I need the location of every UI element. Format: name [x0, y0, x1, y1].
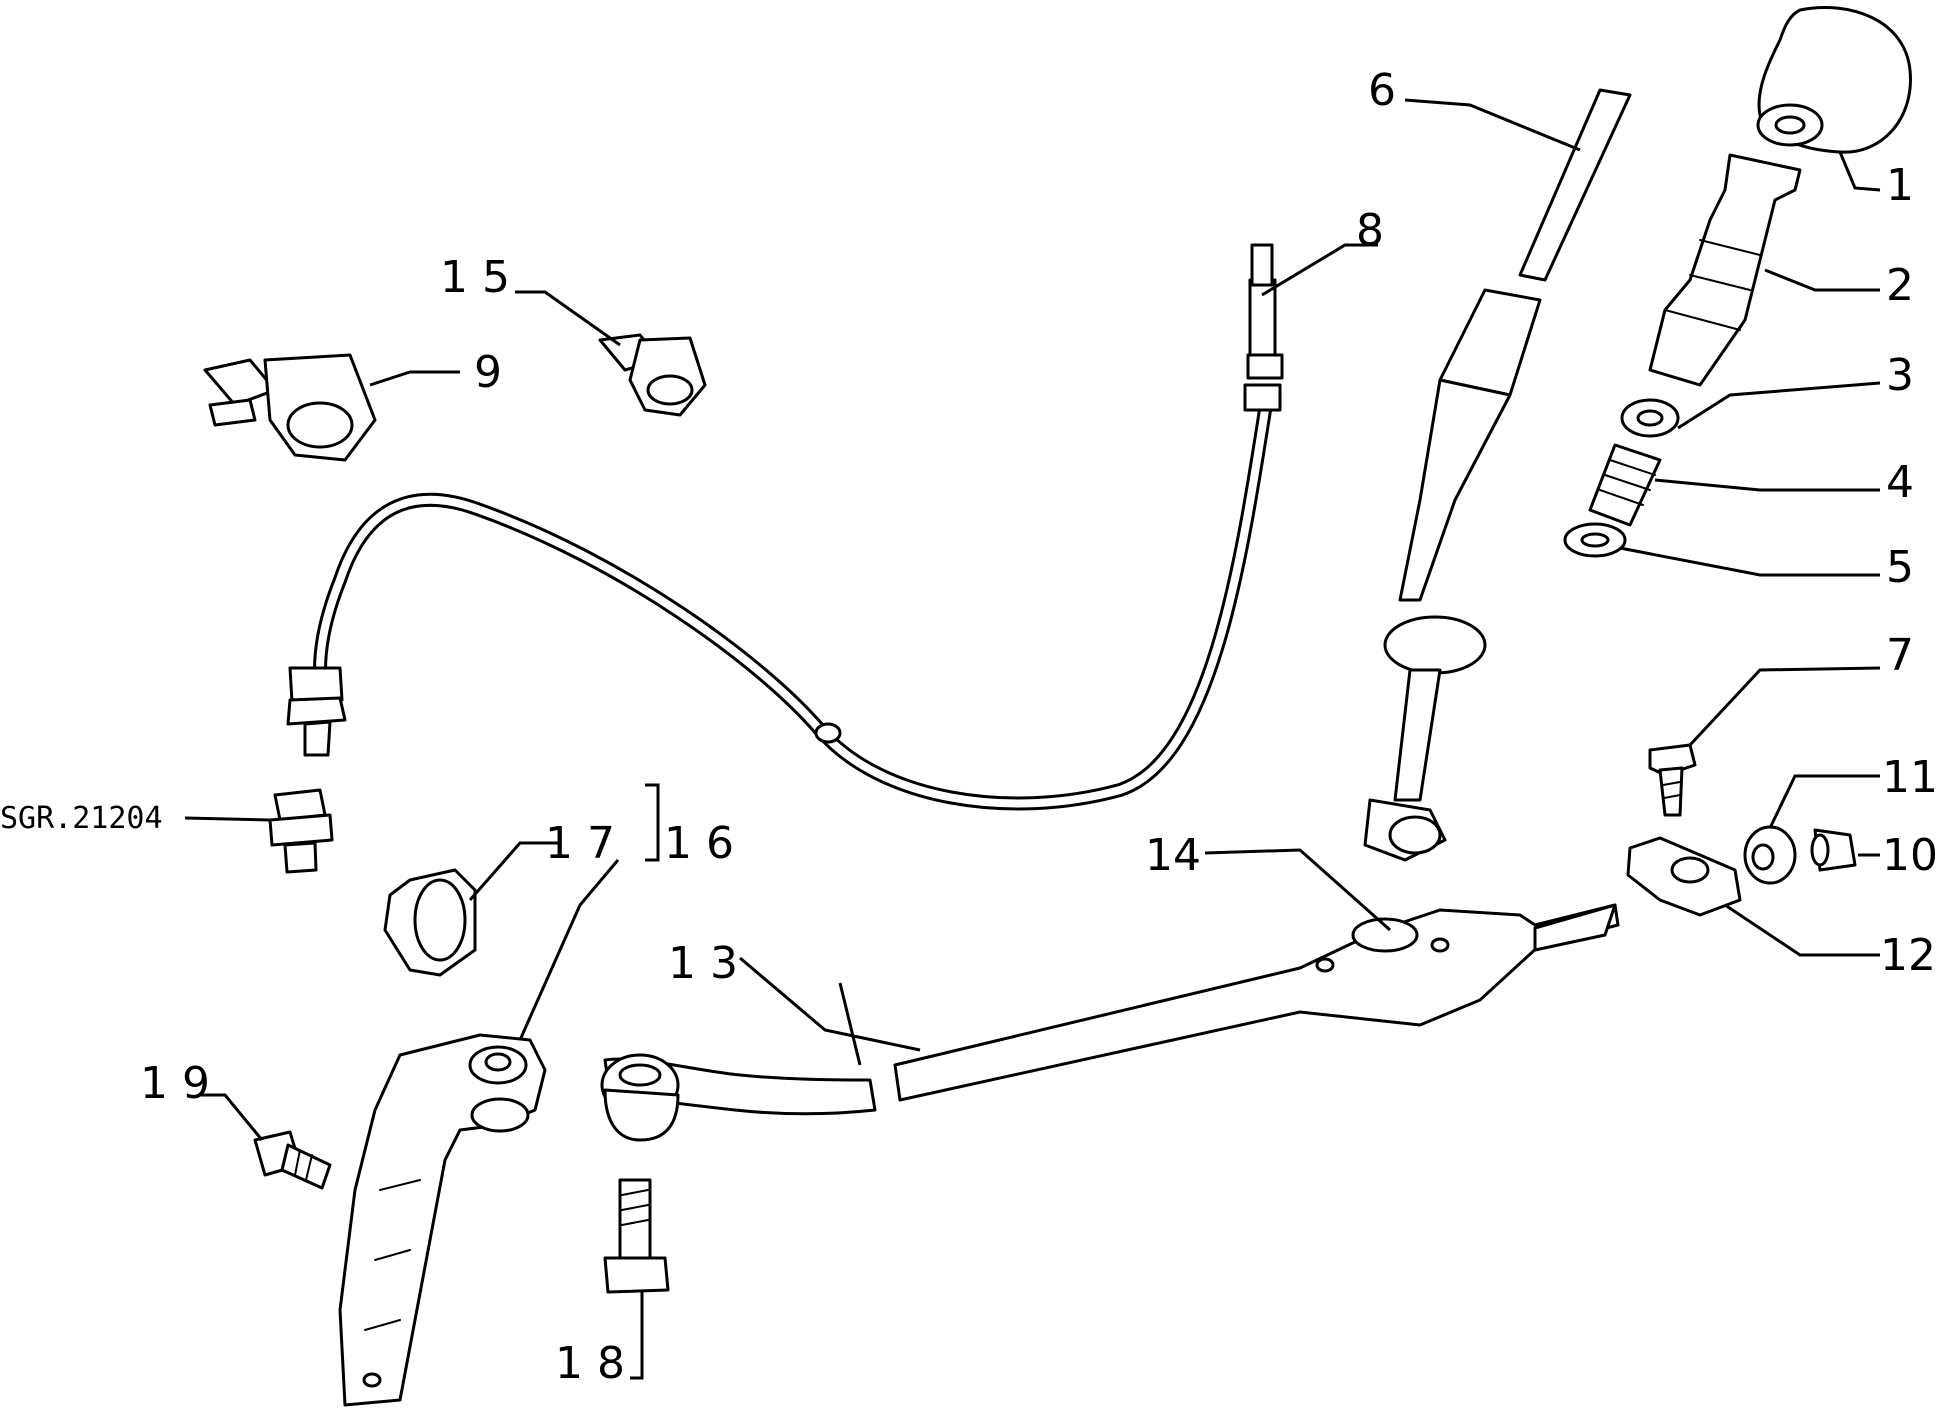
callout-13: 1 3 [668, 938, 738, 989]
part-10-bush [1810, 828, 1857, 872]
callout-9: 9 [474, 347, 502, 398]
leader-lines [184, 98, 1881, 1380]
callout-4: 4 [1886, 457, 1914, 508]
callout-3: 3 [1886, 350, 1914, 401]
callout-5: 5 [1886, 542, 1914, 593]
callout-2: 2 [1886, 260, 1914, 311]
part-3-washer [1620, 398, 1680, 438]
callout-18: 1 8 [555, 1338, 625, 1389]
callout-16: 1 6 [664, 818, 734, 869]
part-11-bush [1743, 825, 1797, 885]
callout-6: 6 [1368, 65, 1396, 116]
callout-12: 12 [1880, 930, 1936, 981]
part-4-spring [1588, 443, 1662, 527]
callout-8: 8 [1356, 205, 1384, 256]
callout-10: 10 [1882, 830, 1938, 881]
part-13-shift-rod [600, 903, 1620, 1142]
part-12-rod-end [1626, 836, 1742, 917]
part-6-gear-lever [1363, 88, 1632, 862]
callout-1: 1 [1886, 160, 1914, 211]
part-9-cable-clip [203, 353, 377, 462]
part-8-cable [286, 243, 1284, 811]
reference-code-label: SGR.21204 [0, 801, 163, 836]
part-7-bolt [1648, 743, 1697, 817]
part-2-knob-sleeve [1648, 153, 1802, 387]
callout-14: 14 [1145, 830, 1201, 881]
part-1-gear-knob [1756, 6, 1912, 154]
part-17-bush [383, 868, 477, 977]
part-15-clip [598, 333, 707, 417]
callout-labels: 1 2 3 4 5 6 7 8 9 10 11 12 1 3 14 1 5 1 … [0, 65, 1938, 1389]
callout-17: 1 7 [545, 818, 615, 869]
callout-15: 1 5 [440, 252, 510, 303]
sgr-reference-fitting [268, 788, 334, 874]
callout-11: 11 [1882, 752, 1938, 803]
part-19-bolt [253, 1130, 332, 1190]
callout-7: 7 [1886, 630, 1914, 681]
part-5-washer [1563, 522, 1627, 558]
part-16-bracket [338, 1033, 547, 1407]
part-18-bolt [603, 1178, 670, 1294]
callout-19: 1 9 [140, 1058, 210, 1109]
